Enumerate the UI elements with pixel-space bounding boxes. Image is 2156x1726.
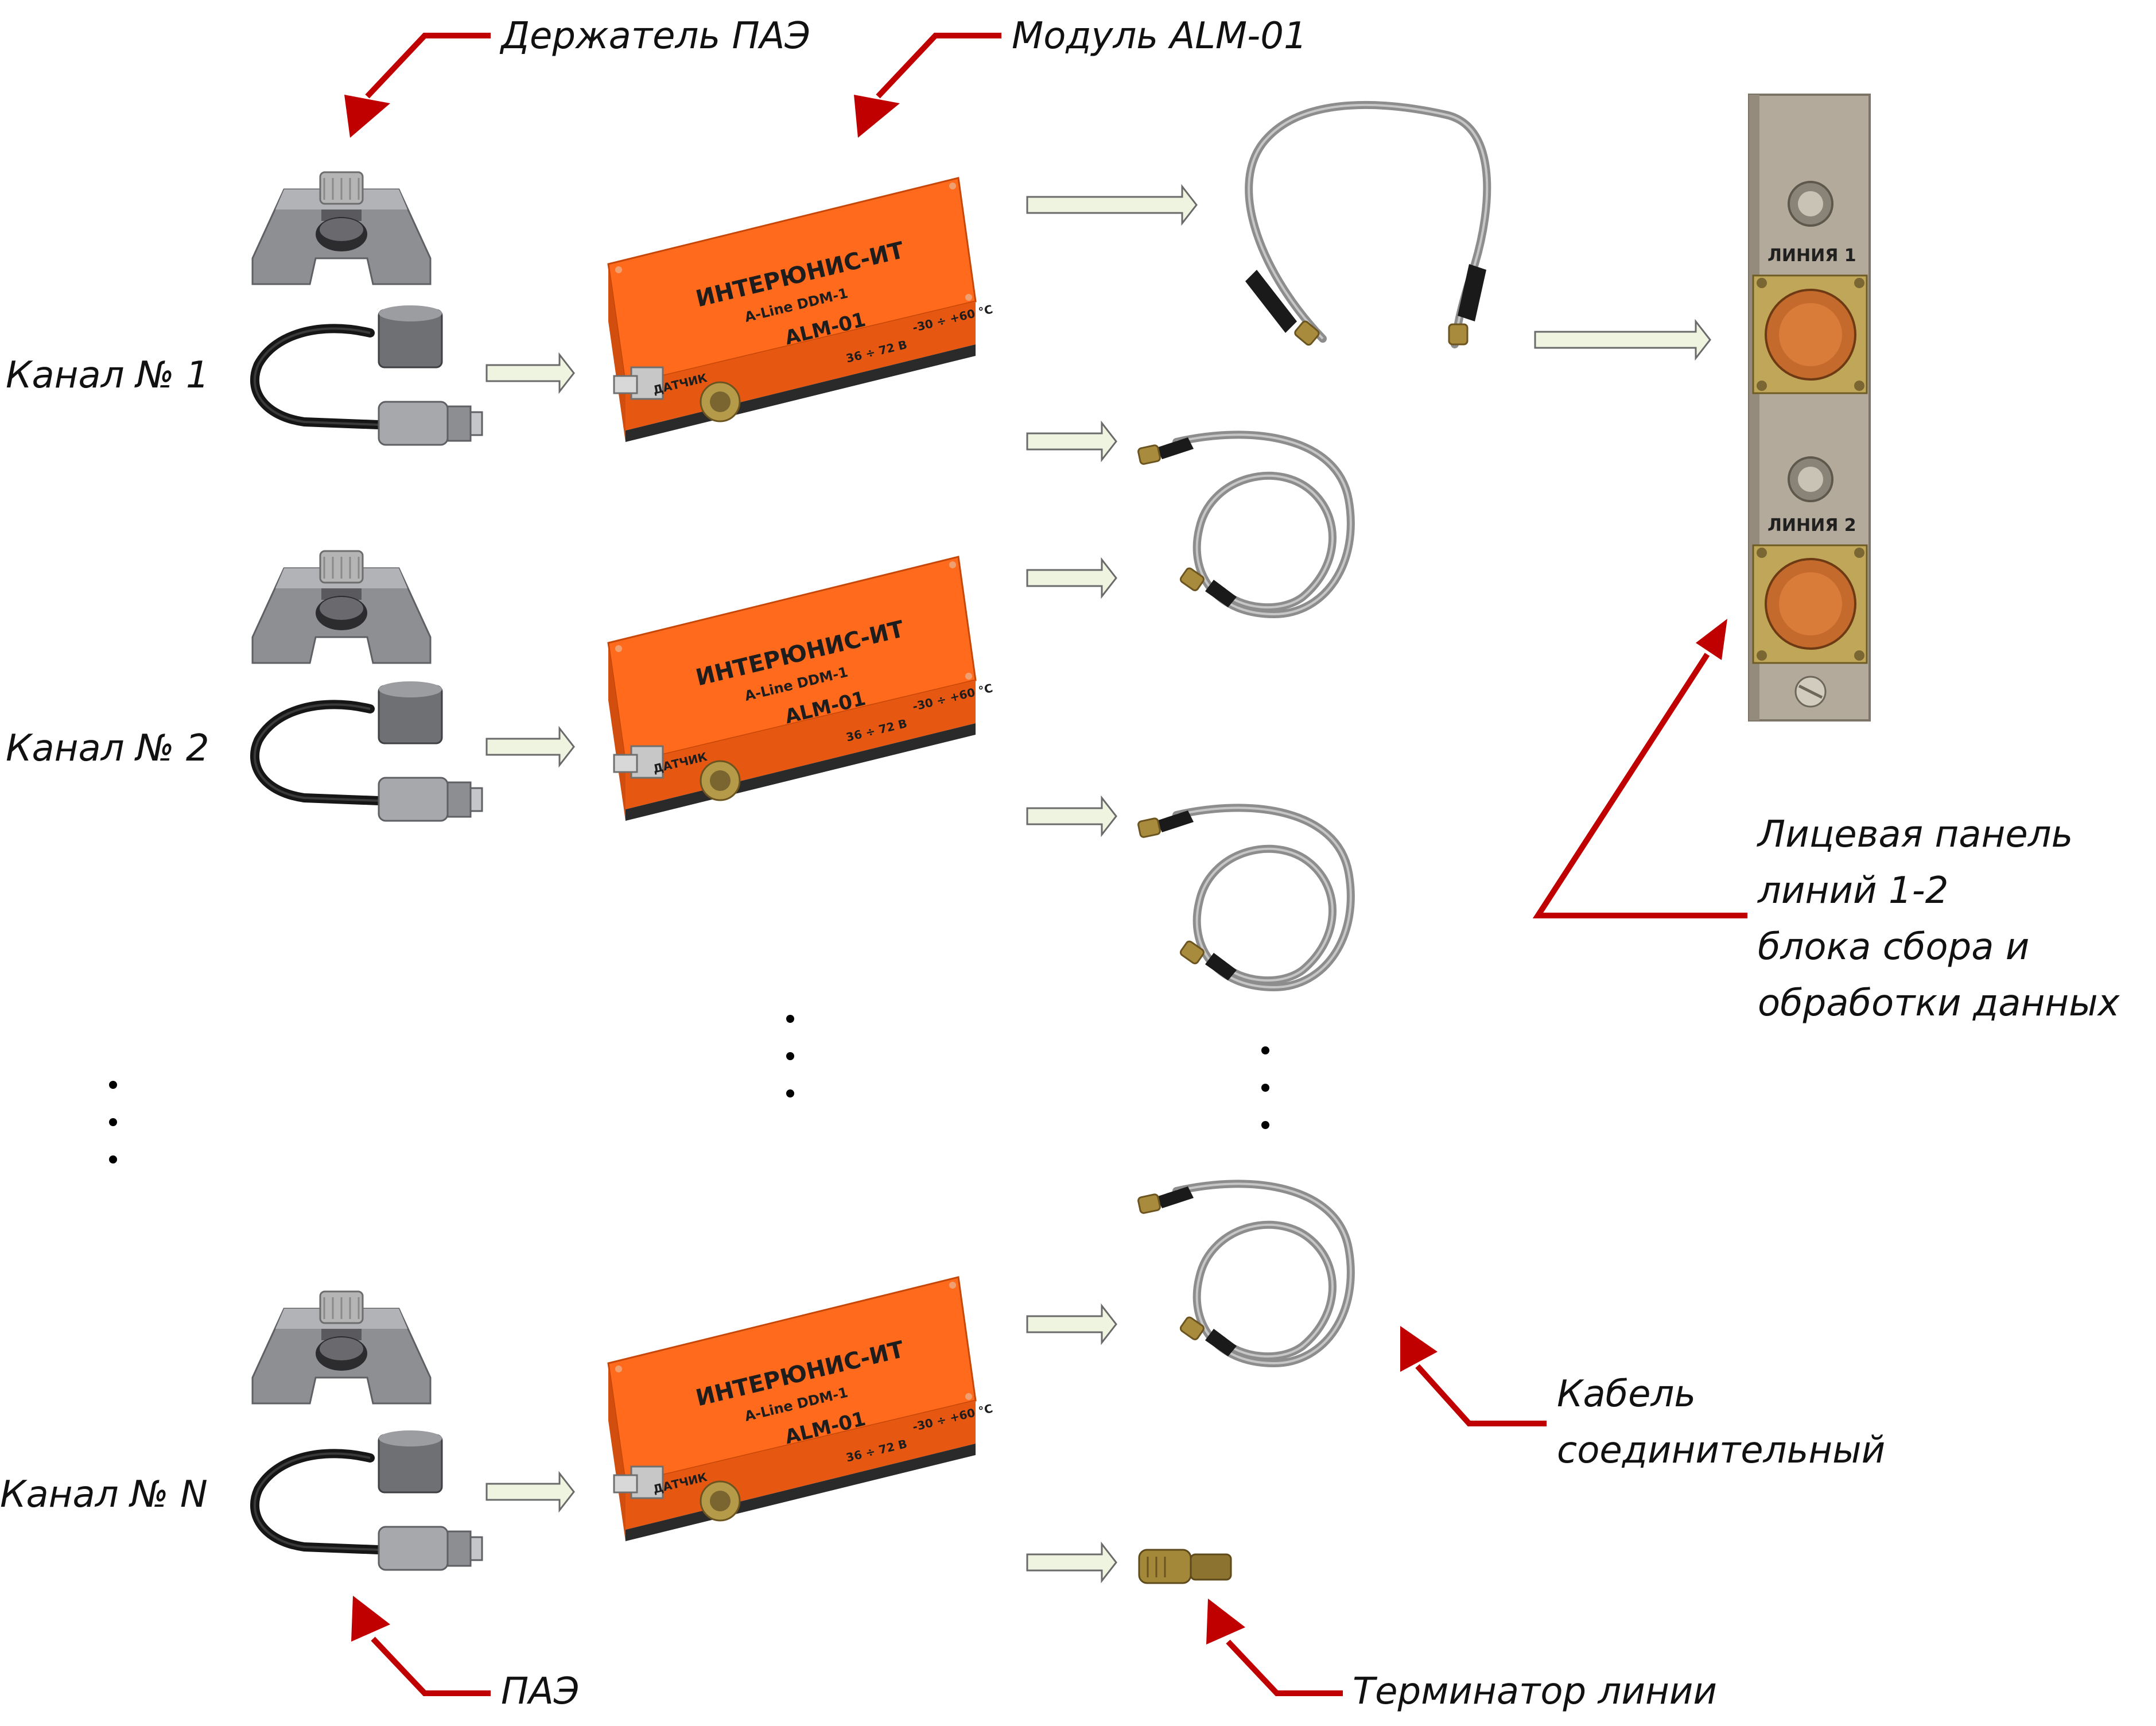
ae-sensor-2 <box>255 681 482 821</box>
panel-label-line-2: линий 1-2 <box>1757 870 1948 912</box>
module-pointer-arrow <box>854 33 1001 138</box>
line-1-panel-label: ЛИНИЯ 1 <box>1767 246 1856 266</box>
connecting-cable-n <box>1137 1184 1350 1363</box>
flow-arrow-sensor-to-module-1 <box>485 352 575 394</box>
channel-2-label: Канал № 2 <box>6 727 209 770</box>
holder-label: Держатель ПАЭ <box>499 15 810 57</box>
sensor-holder-2 <box>251 550 432 664</box>
flow-arrow-to-terminator <box>1026 1541 1117 1584</box>
ellipsis-modules <box>786 1015 794 1097</box>
cable-pointer-arrow <box>1400 1326 1547 1426</box>
panel-label-line-3: блока сбора и <box>1758 926 2029 968</box>
connecting-cable-line-1 <box>1245 101 1491 348</box>
holder-pointer-arrow <box>344 33 491 138</box>
sensor-holder-n <box>251 1290 432 1405</box>
connecting-cable-1-2 <box>1137 435 1350 614</box>
channel-1-label: Канал № 1 <box>6 354 209 397</box>
flow-arrow-module-2-out <box>1026 795 1117 837</box>
flow-arrow-sensor-to-module-2 <box>485 726 575 768</box>
line-2-panel-label: ЛИНИЯ 2 <box>1767 515 1856 536</box>
panel-label-line-1: Лицевая панель <box>1757 813 2073 856</box>
alm01-module-2: ИНТЕРЮНИС-ИТ A-Line DDM-1 ALM-01 36 ÷ 72… <box>607 556 994 822</box>
alm01-module-1: ИНТЕРЮНИС-ИТ A-Line DDM-1 ALM-01 36 ÷ 72… <box>607 177 994 443</box>
flow-arrow-module-n-in <box>1026 1303 1117 1345</box>
flow-arrow-sensor-to-module-n <box>485 1471 575 1513</box>
ae-sensor-n <box>255 1430 482 1570</box>
terminator-label: Терминатор линии <box>1353 1670 1717 1713</box>
flow-arrow-cable-to-panel <box>1534 319 1711 361</box>
channel-n-label: Канал № N <box>0 1473 208 1516</box>
ellipsis-cables <box>1261 1046 1269 1129</box>
alm01-module-n: ИНТЕРЮНИС-ИТ A-Line DDM-1 ALM-01 36 ÷ 72… <box>607 1276 994 1542</box>
front-panel: ЛИНИЯ 1 ЛИНИЯ 2 <box>1748 94 1871 722</box>
cable-label-line-1: Кабель <box>1557 1373 1696 1415</box>
cable-label-line-2: соединительный <box>1557 1429 1885 1472</box>
connecting-cable-2-3 <box>1137 808 1350 987</box>
terminator-pointer-arrow <box>1206 1599 1343 1696</box>
sensor-pointer-arrow <box>351 1596 491 1696</box>
module-label: Модуль ALM-01 <box>1012 15 1307 57</box>
flow-arrow-module-1-out <box>1026 420 1117 463</box>
panel-pointer-arrow <box>1532 619 1747 918</box>
panel-label-line-4: обработки данных <box>1758 982 2120 1025</box>
ellipsis-holders <box>109 1081 117 1163</box>
ae-sensor-1 <box>255 305 482 445</box>
line-terminator <box>1138 1549 1232 1584</box>
sensor-label: ПАЭ <box>501 1670 580 1713</box>
flow-arrow-module-to-cable-1 <box>1026 184 1198 226</box>
flow-arrow-module-2-in <box>1026 557 1117 599</box>
sensor-holder-1 <box>251 171 432 285</box>
